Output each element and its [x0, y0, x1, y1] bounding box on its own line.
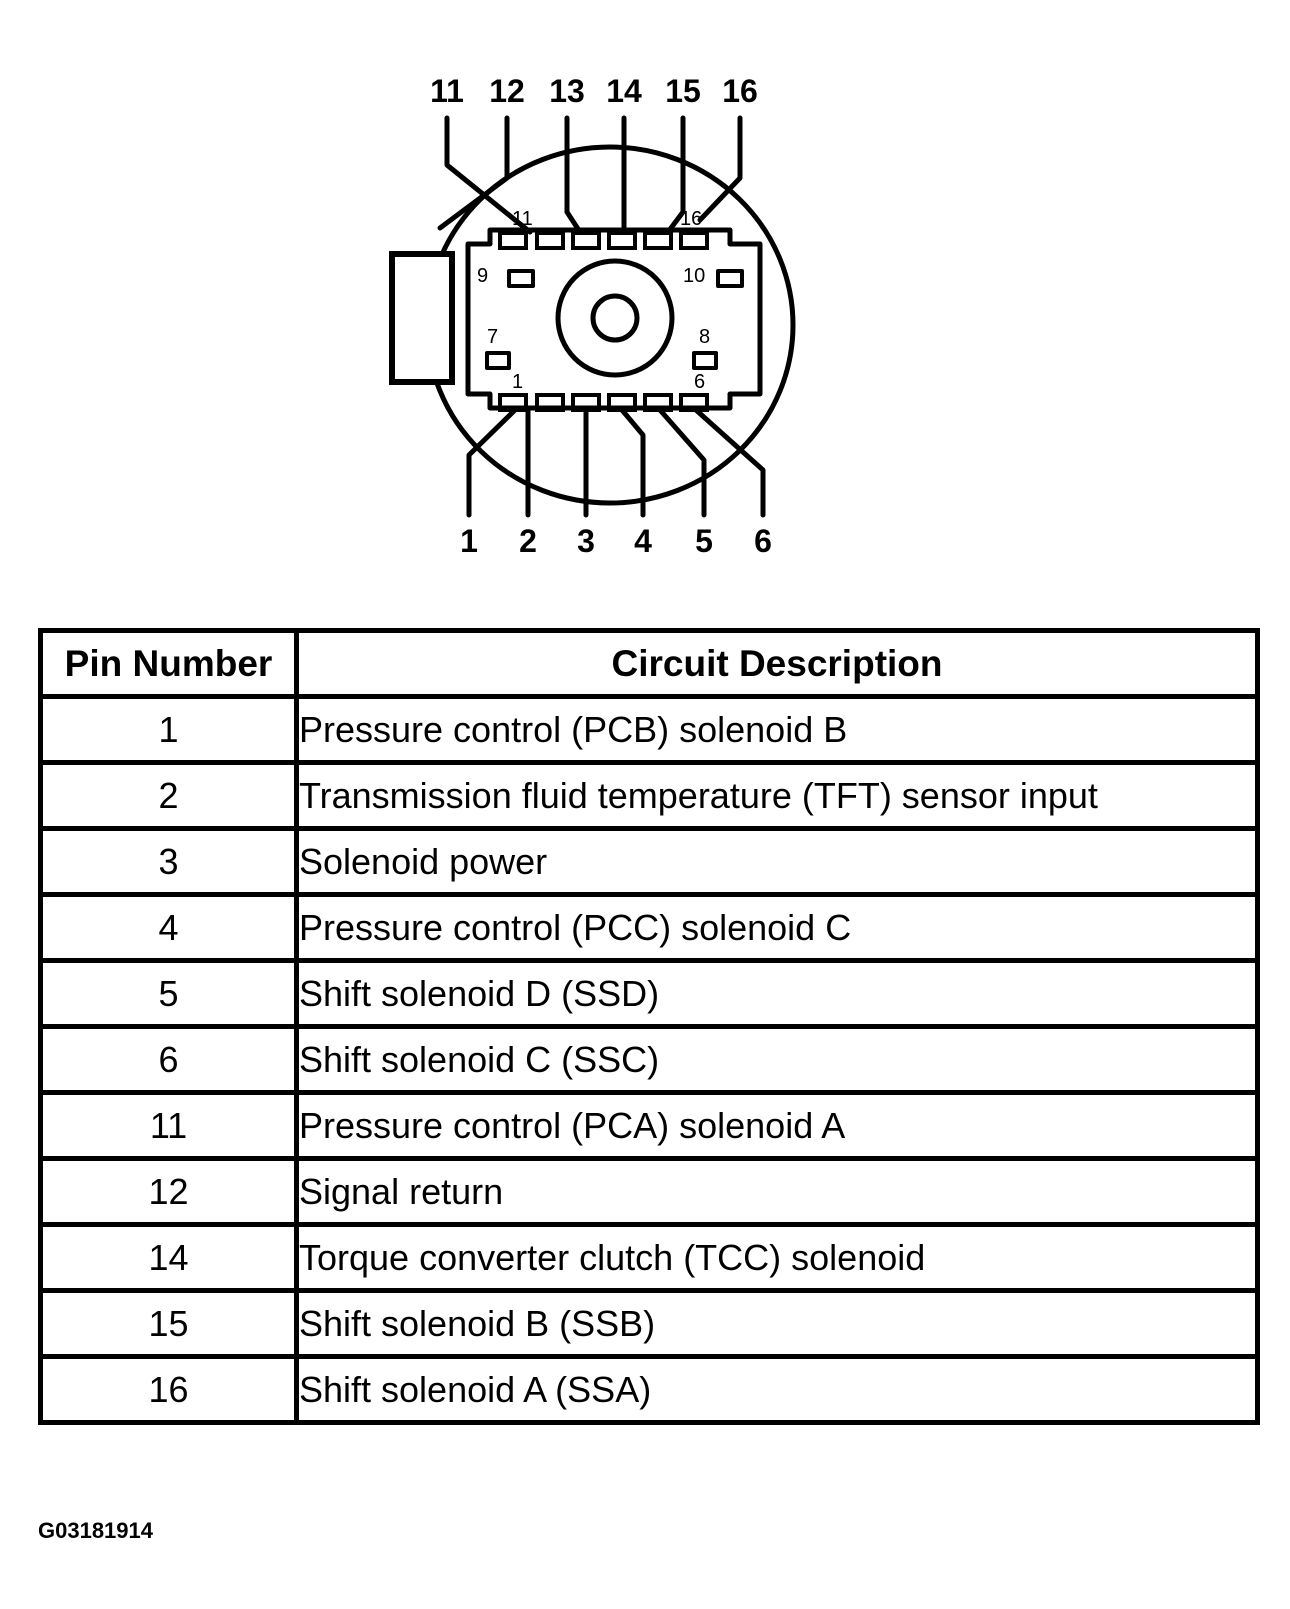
top-pin-label: 12 — [489, 73, 525, 109]
cavity-label-10: 10 — [683, 265, 705, 287]
bottom-pin-label: 6 — [754, 523, 772, 559]
top-pin-label: 11 — [430, 73, 464, 109]
bottom-pin-leader — [657, 407, 707, 518]
cavity-label-bottom-left: 1 — [512, 371, 523, 393]
top-cavity — [643, 231, 673, 250]
bottom-pin-leader — [466, 407, 518, 518]
pin-cell: 4 — [38, 892, 299, 963]
header-circuit-description: Circuit Description — [294, 628, 1260, 699]
top-pin-label: 14 — [606, 73, 642, 109]
top-pin-leader — [437, 115, 510, 231]
bottom-pin-label: 4 — [634, 523, 652, 559]
bottom-pin-label: 2 — [519, 523, 537, 559]
header-pin-number: Pin Number — [38, 628, 299, 699]
top-cavity — [679, 231, 709, 250]
cavity-label-8: 8 — [699, 326, 710, 348]
center-boss — [555, 258, 675, 378]
description-cell: Shift solenoid B (SSB) — [294, 1288, 1260, 1359]
cavity-label-top-right: 16 — [680, 208, 702, 230]
pin-cell: 12 — [38, 1156, 299, 1227]
description-cell: Pressure control (PCB) solenoid B — [294, 694, 1260, 765]
top-cavity — [535, 231, 565, 250]
bottom-pin-label: 3 — [577, 523, 595, 559]
pin-cell: 1 — [38, 694, 299, 765]
cavity-7 — [485, 351, 511, 370]
top-pin-label: 13 — [549, 73, 585, 109]
bottom-pin-labels: 1 2 3 4 5 6 — [460, 523, 772, 559]
description-cell: Solenoid power — [294, 826, 1260, 897]
top-cavity — [607, 231, 637, 250]
center-hole — [590, 293, 640, 343]
top-pin-leader — [564, 115, 583, 235]
pin-cell: 16 — [38, 1354, 299, 1425]
pin-cell: 11 — [38, 1090, 299, 1161]
bottom-pin-leader — [693, 407, 766, 518]
description-cell: Shift solenoid A (SSA) — [294, 1354, 1260, 1425]
bottom-pin-label: 5 — [695, 523, 713, 559]
pin-cell: 2 — [38, 760, 299, 831]
top-cavity — [571, 231, 601, 250]
top-pin-labels: 11 12 13 14 15 16 — [430, 73, 758, 109]
figure-id: G03181914 — [38, 1518, 153, 1543]
bottom-cavity — [535, 393, 565, 412]
pin-cell: 15 — [38, 1288, 299, 1359]
top-cavity — [498, 231, 528, 250]
description-cell: Torque converter clutch (TCC) solenoid — [294, 1222, 1260, 1293]
connector-locking-tab — [389, 251, 455, 385]
description-cell: Transmission fluid temperature (TFT) sen… — [294, 760, 1260, 831]
top-pin-leader — [665, 115, 686, 235]
cavity-9 — [507, 269, 535, 288]
connector-face — [465, 227, 763, 411]
pin-cell: 14 — [38, 1222, 299, 1293]
top-pin-leader — [444, 115, 533, 235]
pin-leader-lines — [437, 115, 766, 518]
description-cell: Signal return — [294, 1156, 1260, 1227]
cavity-10 — [716, 269, 744, 288]
top-pin-leader — [697, 115, 743, 223]
cavity-label-bottom-right: 6 — [694, 371, 705, 393]
bottom-pin-leader — [619, 407, 646, 518]
pin-cell: 6 — [38, 1024, 299, 1095]
pin-cell: 5 — [38, 958, 299, 1029]
cavity-label-9: 9 — [477, 265, 488, 287]
pin-cell: 3 — [38, 826, 299, 897]
description-cell: Pressure control (PCA) solenoid A — [294, 1090, 1260, 1161]
bottom-pin-label: 1 — [460, 523, 478, 559]
description-cell: Shift solenoid C (SSC) — [294, 1024, 1260, 1095]
top-cavity-row — [498, 231, 709, 250]
description-cell: Pressure control (PCC) solenoid C — [294, 892, 1260, 963]
cavity-8 — [692, 351, 718, 370]
top-pin-label: 15 — [665, 73, 701, 109]
description-cell: Shift solenoid D (SSD) — [294, 958, 1260, 1029]
top-pin-label: 16 — [722, 73, 758, 109]
table-header-row: Pin Number Circuit Description — [38, 628, 1260, 699]
cavity-label-7: 7 — [487, 326, 498, 348]
